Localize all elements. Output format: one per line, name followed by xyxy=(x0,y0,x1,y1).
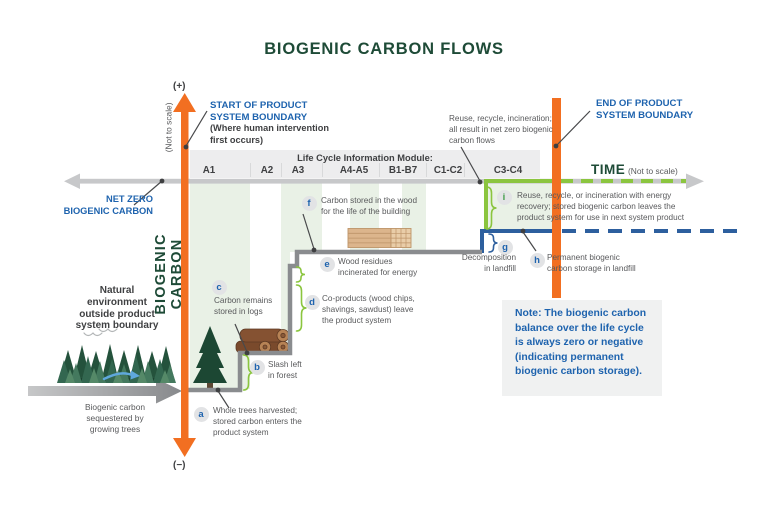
step-b-text: Slash left in forest xyxy=(268,360,302,380)
step-d-marker: d xyxy=(304,294,320,310)
pointer-lines xyxy=(133,110,591,409)
brace-d xyxy=(295,284,307,332)
step-c-marker: c xyxy=(211,279,227,295)
axis-scale-note-vertical: (Not to scale) xyxy=(163,102,174,153)
step-e-marker: e xyxy=(319,256,335,272)
pine-tree-icon xyxy=(193,326,227,391)
brace-e xyxy=(295,266,306,283)
end-boundary-bar xyxy=(552,98,561,298)
natural-environment-label: Natural environment outside product syst… xyxy=(75,285,159,332)
axis-positive-sign: (+) xyxy=(173,81,186,92)
page-title: BIOGENIC CARBON FLOWS xyxy=(264,40,504,58)
sequestration-arrow-icon xyxy=(28,378,182,404)
step-i-text: Reuse, recycle, or incineration with ene… xyxy=(517,191,685,222)
forest-icon xyxy=(57,344,176,383)
module-label-a2: A2 xyxy=(260,165,274,176)
step-h-marker: h xyxy=(529,252,545,268)
step-c-text: Carbon remains stored in logs xyxy=(214,296,273,316)
net-zero-label: NET ZERO BIOGENIC CARBON xyxy=(63,194,153,216)
logs-icon xyxy=(235,328,290,354)
module-divider xyxy=(322,163,323,177)
reuse-annotation: Reuse, recycle, incineration; all result… xyxy=(449,114,553,145)
module-label-c1c2: C1-C2 xyxy=(433,165,463,176)
step-a-text: Whole trees harvested; stored carbon ent… xyxy=(213,406,302,437)
step-f-text: Carbon stored in the wood for the life o… xyxy=(321,196,418,216)
axis-negative-sign: (−) xyxy=(173,460,186,471)
reuse-flow-line xyxy=(484,179,686,230)
lumber-stack-icon xyxy=(347,228,412,248)
step-g-marker: g xyxy=(497,239,513,255)
birds-icon xyxy=(83,328,118,337)
step-f-marker: f xyxy=(301,195,317,211)
sequestered-label: Biogenic carbon sequestered by growing t… xyxy=(84,402,146,434)
module-label-a1: A1 xyxy=(202,165,216,176)
brace-g xyxy=(488,233,498,253)
module-label-b1b7: B1-B7 xyxy=(388,165,418,176)
landfill-flow-line xyxy=(480,229,742,253)
module-label-a4a5: A4-A5 xyxy=(339,165,369,176)
time-axis-label: TIME xyxy=(591,162,626,177)
module-band-title: Life Cycle Information Module: xyxy=(297,153,433,163)
end-boundary-label: END OF PRODUCT SYSTEM BOUNDARY xyxy=(596,98,694,122)
step-e-text: Wood residues incinerated for energy xyxy=(338,257,418,277)
time-axis-arrow xyxy=(64,173,704,189)
step-d-text: Co-products (wood chips, shavings, sawdu… xyxy=(322,294,415,325)
carbon-flow-line xyxy=(184,249,482,393)
module-divider xyxy=(426,163,427,177)
module-divider xyxy=(250,163,251,177)
biogenic-carbon-axis-arrow xyxy=(173,93,196,457)
step-i-marker: i xyxy=(496,189,512,205)
step-b-marker: b xyxy=(249,359,265,375)
life-cycle-module-band: Life Cycle Information Module: A1 A2 A3 … xyxy=(190,150,540,178)
note-box xyxy=(502,300,662,396)
module-fill-a3-right xyxy=(290,182,322,252)
pointer-dots xyxy=(159,143,559,393)
step-g-text: Decomposition in landfill xyxy=(461,253,516,273)
brace-i xyxy=(485,186,497,230)
note-text: Note: The biogenic carbon balance over t… xyxy=(515,308,647,378)
time-scale-note: (Not to scale) xyxy=(628,166,678,176)
start-boundary-subtitle: (Where human intervention first occurs) xyxy=(210,123,329,145)
module-fill-c3c4 xyxy=(486,182,552,229)
module-divider xyxy=(464,163,465,177)
module-divider xyxy=(281,163,282,177)
stream-arrow-icon xyxy=(102,370,140,381)
step-a-marker: a xyxy=(193,406,209,422)
step-h-text: Permanent biogenic carbon storage in lan… xyxy=(547,253,636,273)
start-boundary-label: START OF PRODUCT SYSTEM BOUNDARY xyxy=(210,100,308,124)
module-fill-a3-left xyxy=(281,182,290,351)
module-label-c3c4: C3-C4 xyxy=(493,165,523,176)
module-label-a3: A3 xyxy=(291,165,305,176)
module-divider xyxy=(379,163,380,177)
